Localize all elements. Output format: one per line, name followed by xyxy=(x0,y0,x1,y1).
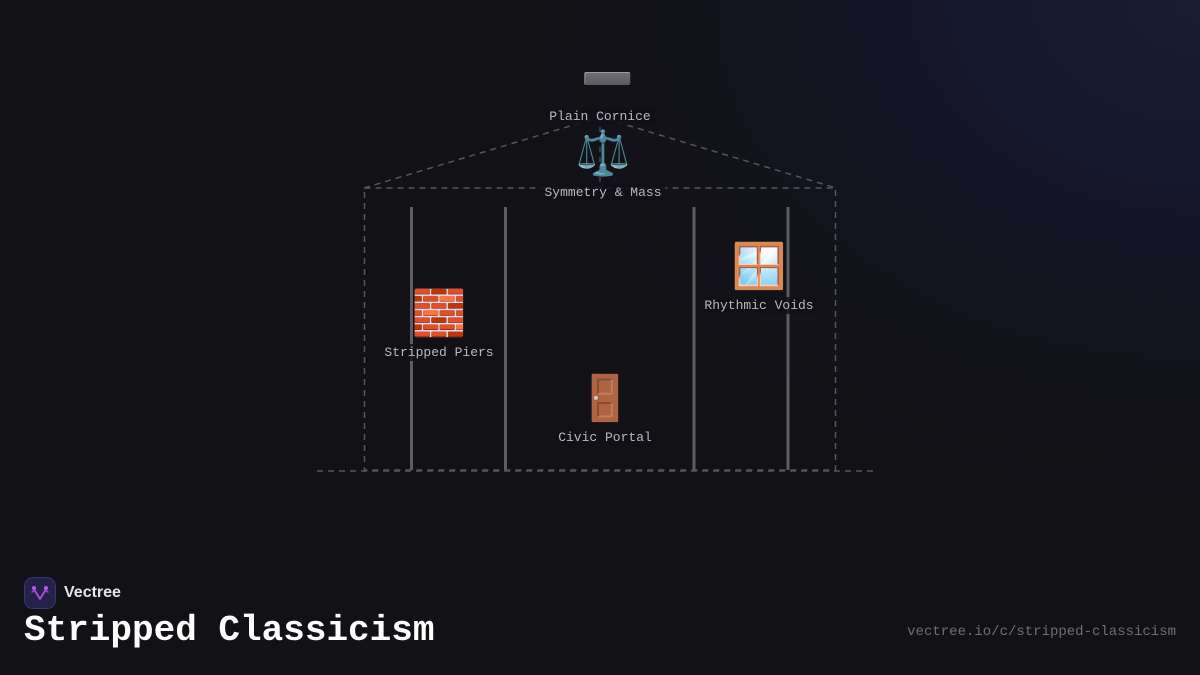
window-icon: 🪟 xyxy=(731,241,787,292)
brick-icon: 🧱 xyxy=(411,288,467,339)
node-stripped-piers[interactable]: 🧱 Stripped Piers xyxy=(380,288,498,361)
vectree-logo-icon xyxy=(24,577,56,609)
cornice-bar-icon xyxy=(583,72,630,85)
page-title: Stripped Classicism xyxy=(24,610,435,651)
node-label: Symmetry & Mass xyxy=(540,184,666,201)
node-label: Civic Portal xyxy=(554,429,656,446)
node-symmetry-mass[interactable]: ⚖️ Symmetry & Mass xyxy=(540,128,666,201)
node-label: Rhythmic Voids xyxy=(700,297,818,314)
node-civic-portal[interactable]: 🚪 Civic Portal xyxy=(554,375,656,446)
door-icon: 🚪 xyxy=(577,373,633,424)
node-label: Stripped Piers xyxy=(380,344,498,361)
brand-name: Vectree xyxy=(64,584,121,601)
node-label: Plain Cornice xyxy=(545,108,655,125)
node-rhythmic-voids[interactable]: 🪟 Rhythmic Voids xyxy=(700,241,818,314)
node-plain-cornice[interactable]: Plain Cornice xyxy=(545,72,655,125)
source-url[interactable]: vectree.io/c/stripped-classicism xyxy=(907,624,1176,640)
balance-scale-icon: ⚖️ xyxy=(575,128,631,179)
brand: Vectree xyxy=(24,577,121,609)
